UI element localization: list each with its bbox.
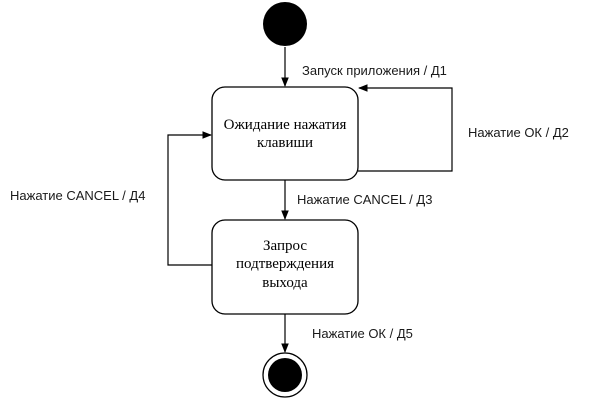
- transition-cancel-down-label: Нажатие CANCEL / Д3: [297, 192, 432, 207]
- final-node-core: [268, 358, 302, 392]
- transition-ok-final-label: Нажатие ОК / Д5: [312, 326, 413, 341]
- transition-cancel-back-loop: [167, 131, 212, 266]
- state-confirm-line3: выхода: [262, 275, 308, 291]
- state-confirm-line2: подтверждения: [236, 256, 334, 272]
- state-waiting: [211, 86, 359, 181]
- state-confirm-line1: Запрос: [263, 238, 307, 254]
- transition-start-label: Запуск приложения / Д1: [302, 63, 447, 78]
- transition-cancel-back-label: Нажатие CANCEL / Д4: [10, 188, 145, 203]
- transition-ok-self-loop: [358, 84, 453, 172]
- state-waiting-line1: Ожидание нажатия: [224, 117, 347, 133]
- initial-node: [263, 2, 307, 46]
- state-waiting-line2: клавиши: [257, 135, 313, 151]
- transition-ok-self-label: Нажатие ОК / Д2: [468, 125, 569, 140]
